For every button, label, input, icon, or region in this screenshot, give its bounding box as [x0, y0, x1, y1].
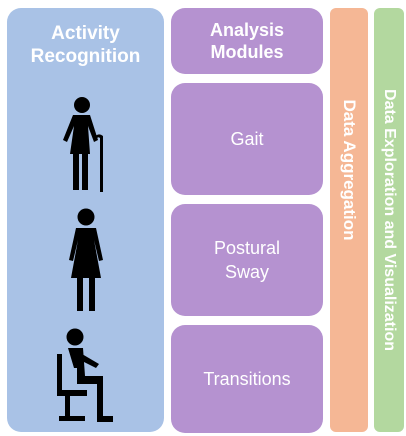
data-exploration-label: Data Exploration and Visualization	[381, 89, 398, 351]
data-aggregation-bar: Data Aggregation	[330, 8, 368, 432]
activity-recognition-panel: Activity Recognition	[7, 8, 164, 432]
elderly-with-cane-icon	[62, 97, 103, 192]
module-postural-sway: Postural Sway	[171, 204, 323, 316]
analysis-modules-header: Analysis Modules	[171, 8, 323, 74]
data-exploration-bar: Data Exploration and Visualization	[374, 8, 404, 432]
seated-person-icon	[56, 328, 113, 422]
activity-recognition-title: Activity Recognition	[30, 23, 141, 67]
module-transitions: Transitions	[171, 325, 323, 433]
data-aggregation-label: Data Aggregation	[340, 99, 359, 241]
standing-woman-icon	[68, 208, 103, 311]
module-gait: Gait	[171, 83, 323, 195]
